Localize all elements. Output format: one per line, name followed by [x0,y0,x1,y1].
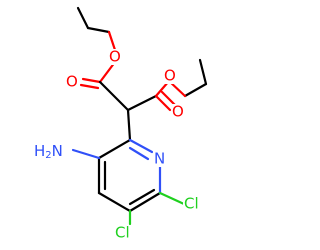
bonds [71,6,208,226]
bond-ring-c5-c6 [128,191,162,213]
bond-ethyl-left-1 [76,6,90,30]
bond-carbonyl-right-b [160,90,178,108]
bond-ring-n-c2 [128,138,154,154]
bond-ring-c4-c5 [97,191,132,213]
bond-carbonyl-right-a [154,94,172,112]
atom-chlorine-upper: Cl [184,195,199,213]
bond-amine [71,148,101,160]
atom-chlorine-lower: Cl [115,224,130,242]
bond-ring-n-c2-double [128,146,150,161]
bond-carbonyl-left-a [81,77,102,84]
atom-oxygen-carbonyl-right: O [172,103,184,121]
bond-carbonyl-right-ch [126,94,158,112]
bond-ethyl-left-2 [86,26,111,34]
atom-ring-nitrogen: N [154,150,165,168]
bond-o-ester-left [107,30,117,52]
bond-carbonyl-left-ch [98,80,130,112]
bond-ethyl-right-2 [183,82,208,98]
bond-ring-c2-c3 [97,138,132,160]
atom-oxygen-ester-right: O [164,67,176,85]
bond-cl-upper [158,191,186,206]
bond-ch-ring [126,108,132,142]
bond-carbonyl-left-b [79,83,100,90]
bond-ethyl-right-1 [198,58,208,86]
atom-amine: H2N [34,142,63,162]
atom-oxygen-carbonyl-left: O [66,73,78,91]
bond-o-ester-left-c [98,60,117,84]
molecule-structure: O O O O H2N N Cl Cl [32,6,208,242]
atom-labels: O O O O H2N N Cl Cl [32,48,203,242]
bond-ring-c5-c6-double [128,188,156,206]
atom-oxygen-ester-left: O [109,48,121,66]
